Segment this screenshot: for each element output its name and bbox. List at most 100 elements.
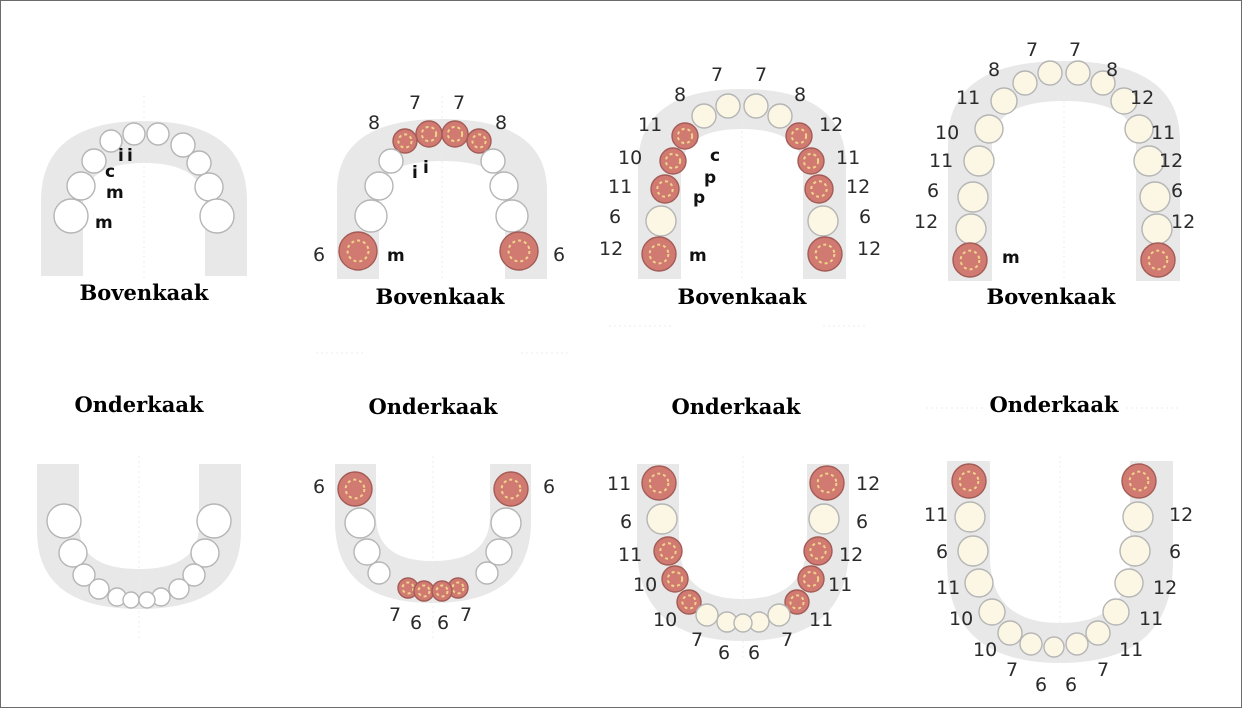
tooth-age-label: 12	[846, 176, 870, 198]
tooth	[1044, 637, 1064, 657]
tooth	[991, 88, 1017, 114]
tooth	[1020, 633, 1042, 655]
caption-lower-jaw: Onderkaak	[672, 394, 801, 419]
tooth-age-label: 11	[607, 473, 631, 495]
tooth-age-label: 11	[836, 147, 860, 169]
tooth-age-label: 7	[1069, 39, 1081, 61]
erupting-tooth	[952, 464, 986, 498]
tooth	[956, 214, 986, 244]
tooth-letter: m	[1002, 248, 1020, 268]
tooth	[734, 614, 752, 632]
tooth	[1086, 621, 1110, 645]
tooth-age-label: 6	[609, 206, 621, 228]
tooth	[123, 123, 145, 145]
erupting-tooth	[414, 581, 434, 601]
tooth-age-label: 11	[1119, 639, 1143, 661]
tooth-age-label: 7	[1026, 39, 1038, 61]
erupting-tooth	[810, 466, 844, 500]
tooth-age-label: 8	[368, 112, 380, 134]
caption-upper-jaw: Bovenkaak	[987, 284, 1116, 309]
tooth-letter: m	[689, 246, 707, 266]
tooth-age-label: 8	[495, 112, 507, 134]
tooth-age-label: 11	[809, 609, 833, 631]
tooth-age-label: 10	[633, 574, 657, 596]
tooth-age-label: 10	[653, 609, 677, 631]
caption-lower-jaw: Onderkaak	[369, 394, 498, 419]
tooth-age-label: 12	[1153, 577, 1177, 599]
tooth	[768, 604, 790, 626]
tooth	[979, 599, 1005, 625]
tooth-age-label: 7	[1006, 659, 1018, 681]
erupting-tooth	[953, 243, 987, 277]
tooth-letter: i	[412, 163, 418, 183]
tooth-age-label: 12	[1171, 211, 1195, 233]
tooth-letter: i	[118, 146, 124, 166]
tooth-age-label: 11	[1151, 122, 1175, 144]
tooth	[955, 502, 985, 532]
tooth	[1013, 71, 1037, 95]
tooth	[958, 536, 988, 566]
tooth	[692, 104, 716, 128]
tooth-age-label: 11	[828, 574, 852, 596]
tooth-age-label: 6	[543, 476, 555, 498]
tooth-age-label: 10	[973, 639, 997, 661]
tooth	[1066, 61, 1090, 85]
tooth-letter: p	[693, 188, 705, 208]
tooth	[809, 504, 839, 534]
tooth	[490, 172, 518, 200]
erupting-tooth	[642, 466, 676, 500]
tooth	[744, 94, 768, 118]
tooth	[123, 592, 139, 608]
tooth	[646, 206, 676, 236]
tooth-age-label: 7	[460, 604, 472, 626]
tooth-age-label: 11	[608, 176, 632, 198]
erupting-tooth	[393, 129, 417, 153]
tooth-age-label: 6	[859, 206, 871, 228]
erupting-tooth	[442, 121, 468, 147]
tooth-age-label: 11	[956, 87, 980, 109]
tooth-letter: i	[423, 158, 429, 178]
tooth-age-label: 7	[781, 629, 793, 651]
tooth-age-label: 6	[1169, 541, 1181, 563]
tooth-age-label: 12	[914, 211, 938, 233]
tooth-age-label: 6	[718, 642, 730, 664]
tooth-age-label: 6	[1065, 674, 1077, 696]
tooth	[187, 151, 211, 175]
erupting-tooth	[805, 175, 833, 203]
tooth	[1038, 61, 1062, 85]
tooth-age-label: 12	[1130, 87, 1154, 109]
tooth-age-label: 12	[857, 238, 881, 260]
tooth	[365, 172, 393, 200]
tooth-age-label: 6	[936, 541, 948, 563]
tooth	[139, 592, 155, 608]
captions: Bovenkaak Bovenkaak Bovenkaak Bovenkaak …	[75, 280, 1119, 419]
tooth	[958, 182, 988, 212]
tooth	[716, 94, 740, 118]
tooth-age-label: 7	[409, 92, 421, 114]
tooth-age-label: 6	[856, 511, 868, 533]
tooth-age-label: 6	[410, 612, 422, 634]
erupting-tooth	[432, 581, 452, 601]
tooth	[647, 504, 677, 534]
tooth	[67, 172, 95, 200]
tooth	[355, 200, 387, 232]
tooth	[191, 539, 219, 567]
tooth-age-label: 12	[839, 544, 863, 566]
tooth	[1140, 182, 1170, 212]
tooth	[169, 579, 189, 599]
erupting-tooth	[642, 237, 676, 271]
caption-lower-jaw: Onderkaak	[75, 392, 204, 417]
tooth	[1125, 115, 1153, 143]
panel-4-labels: 7 7 8 8 11 12 10 11 11 12 6 6 12 12 m 11…	[914, 39, 1195, 696]
tooth	[491, 508, 521, 538]
tooth-age-label: 6	[620, 511, 632, 533]
erupting-tooth	[798, 566, 824, 592]
tooth-age-label: 11	[929, 150, 953, 172]
tooth-age-label: 12	[856, 473, 880, 495]
tooth	[59, 539, 87, 567]
tooth	[1142, 214, 1172, 244]
erupting-tooth	[662, 566, 688, 592]
tooth	[486, 539, 512, 565]
